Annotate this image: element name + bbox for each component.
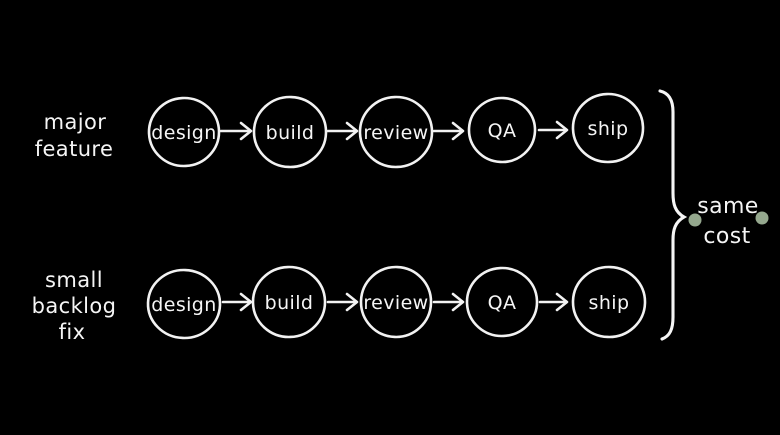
arrow <box>221 292 253 312</box>
node-circle <box>465 266 539 338</box>
node-circle <box>358 95 434 169</box>
node-review: review <box>359 265 433 339</box>
node-review: review <box>358 95 434 169</box>
node-label: QA <box>488 120 517 142</box>
row-label-line: small <box>45 268 103 292</box>
arrow <box>432 121 465 141</box>
node-label: ship <box>588 118 629 140</box>
node-circle <box>251 265 327 339</box>
node-circle <box>359 265 433 339</box>
node-label: build <box>266 122 315 144</box>
annotation-line: cost <box>703 224 750 249</box>
node-circle <box>571 92 645 164</box>
node-circle <box>571 265 647 339</box>
arrow <box>219 121 253 141</box>
row-label-line: feature <box>35 137 114 161</box>
node-circle <box>467 96 537 164</box>
row-label-line: backlog <box>32 294 117 318</box>
same-cost-annotation: same cost <box>658 89 769 341</box>
row-label-line: major <box>44 110 107 134</box>
node-qa: QA <box>467 96 537 164</box>
node-circle <box>146 268 222 340</box>
arrow <box>326 121 359 141</box>
row-small-backlog-fix: small backlog fix design build review QA… <box>32 265 647 344</box>
node-label: design <box>151 122 216 144</box>
node-circle <box>147 96 221 168</box>
node-label: design <box>151 294 216 316</box>
curly-brace <box>658 89 688 341</box>
node-label: build <box>265 292 314 314</box>
arrow <box>538 292 569 312</box>
node-qa: QA <box>465 266 539 338</box>
node-label: QA <box>488 292 517 314</box>
node-label: ship <box>589 292 630 314</box>
node-design: design <box>146 268 222 340</box>
arrow <box>326 292 359 312</box>
node-design: design <box>147 96 221 168</box>
row-major-feature: major feature design build review QA shi… <box>35 92 645 169</box>
row-major-feature-label: major feature <box>35 110 114 161</box>
node-label: review <box>363 122 428 144</box>
row-small-backlog-fix-label: small backlog fix <box>32 268 117 344</box>
node-ship: ship <box>571 265 647 339</box>
node-ship: ship <box>571 92 645 164</box>
node-build: build <box>252 95 328 169</box>
annotation-line: same <box>697 194 759 219</box>
row-label-line: fix <box>59 320 86 344</box>
green-dot <box>688 213 702 227</box>
arrow <box>537 120 569 140</box>
node-circle <box>252 95 328 169</box>
arrow <box>432 292 465 312</box>
green-dot <box>755 211 769 225</box>
node-label: review <box>363 292 428 314</box>
node-build: build <box>251 265 327 339</box>
